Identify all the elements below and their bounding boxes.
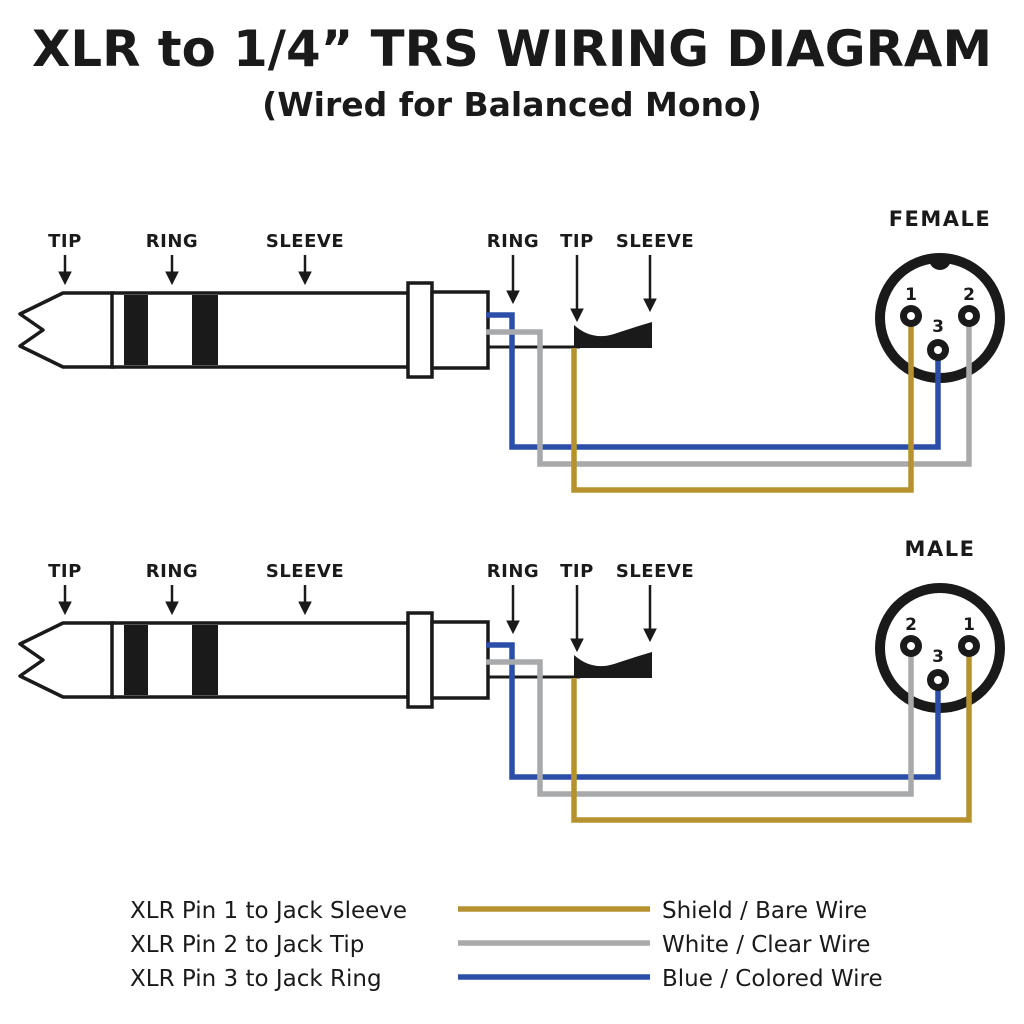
pin-left-hole [907, 642, 915, 650]
wire-tip-label: TIP [560, 561, 594, 582]
pin-left-number: 2 [905, 615, 917, 635]
legend-mapping: XLR Pin 3 to Jack Ring [130, 966, 382, 992]
page-subtitle: (Wired for Balanced Mono) [262, 85, 762, 124]
legend-row-3: XLR Pin 3 to Jack Ring Blue / Colored Wi… [130, 966, 883, 992]
female-shield-wire [571, 318, 914, 493]
ring-label: RING [146, 561, 198, 582]
pin-right-number: 2 [963, 285, 975, 305]
sleeve-label: SLEEVE [266, 231, 344, 252]
female-blue-wire [486, 312, 941, 450]
connector-label-male: MALE [905, 537, 976, 561]
connector-label-female: FEMALE [889, 207, 992, 231]
legend-wire-name: Blue / Colored Wire [662, 966, 883, 992]
legend-wire-name: Shield / Bare Wire [662, 898, 867, 924]
pin-bottom-number: 3 [932, 317, 944, 337]
xlr-male-pins: 2 1 3 [900, 615, 980, 691]
section-male: MALE 2 1 3 TIP RING SLEEVE RING TIP [18, 537, 1005, 823]
male-clear-wire [486, 648, 914, 797]
wire-tip-label: TIP [560, 231, 594, 252]
legend-mapping: XLR Pin 2 to Jack Tip [130, 932, 364, 958]
legend-row-2: XLR Pin 2 to Jack Tip White / Clear Wire [130, 932, 870, 958]
female-clear-wire [486, 318, 972, 467]
plug-callouts-male: TIP RING SLEEVE RING TIP SLEEVE [48, 561, 694, 653]
pin-left-hole [907, 312, 915, 320]
tip-label: TIP [48, 231, 82, 252]
trs-plug [18, 281, 654, 379]
legend-mapping: XLR Pin 1 to Jack Sleeve [130, 898, 407, 924]
wire-sleeve-label: SLEEVE [616, 231, 694, 252]
male-shield-wire [571, 648, 972, 823]
male-blue-wire [486, 642, 941, 780]
wire-sleeve-label: SLEEVE [616, 561, 694, 582]
pin-bottom-number: 3 [932, 647, 944, 667]
pin-right-hole [965, 312, 973, 320]
xlr-female-pins: 1 2 3 [900, 285, 980, 361]
tip-label: TIP [48, 561, 82, 582]
legend-row-1: XLR Pin 1 to Jack Sleeve Shield / Bare W… [130, 898, 867, 924]
legend-wire-name: White / Clear Wire [662, 932, 870, 958]
xlr-keyway [929, 259, 951, 270]
pin-bottom-hole [934, 676, 942, 684]
ring-label: RING [146, 231, 198, 252]
trs-plug [18, 611, 654, 709]
wire-ring-label: RING [487, 231, 539, 252]
section-female: FEMALE 1 2 3 TIP RING SLEEVE RING TIP [18, 207, 1005, 493]
pin-left-number: 1 [905, 285, 917, 305]
legend: XLR Pin 1 to Jack Sleeve Shield / Bare W… [130, 898, 883, 992]
plug-callouts-female: TIP RING SLEEVE RING TIP SLEEVE [48, 231, 694, 323]
pin-right-number: 1 [963, 615, 975, 635]
page-title: XLR to 1/4” TRS WIRING DIAGRAM [32, 20, 992, 78]
pin-bottom-hole [934, 346, 942, 354]
sleeve-label: SLEEVE [266, 561, 344, 582]
pin-right-hole [965, 642, 973, 650]
wire-ring-label: RING [487, 561, 539, 582]
